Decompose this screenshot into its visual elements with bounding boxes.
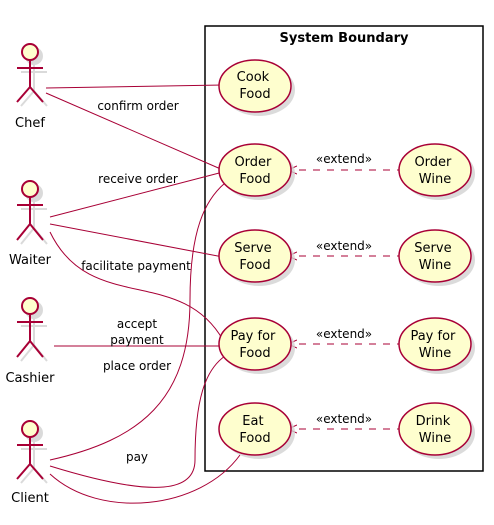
actor-cashier-head xyxy=(21,297,39,315)
association-labels: confirm order receive order facilitate p… xyxy=(81,99,191,464)
actor-chef-head xyxy=(21,43,39,61)
actor-cashier-body xyxy=(16,314,44,358)
actor-chef-label: Chef xyxy=(15,116,45,131)
use-case-order-wine[interactable]: Order Wine xyxy=(398,143,475,200)
use-case-serve-food-line-1: Serve xyxy=(234,241,271,256)
label-accept-payment-line-2: payment xyxy=(110,333,164,347)
use-case-cook-food-line-2: Food xyxy=(239,87,270,102)
use-case-pay-food[interactable]: Pay for Food xyxy=(218,317,295,374)
association-chef-order xyxy=(45,92,224,171)
actors: Chef Waiter Cashier xyxy=(5,43,55,506)
actor-client[interactable]: Client xyxy=(11,420,49,506)
actor-chef[interactable]: Chef xyxy=(15,43,48,131)
actor-client-head xyxy=(21,420,39,438)
actor-waiter-body xyxy=(16,197,44,241)
association-lines xyxy=(45,84,241,504)
use-case-pay-wine[interactable]: Pay for Wine xyxy=(398,317,475,374)
label-extend-eat: «extend» xyxy=(316,412,372,426)
label-pay: pay xyxy=(126,450,148,464)
use-case-order-food-line-2: Food xyxy=(239,172,270,187)
use-case-eat-food-line-1: Eat xyxy=(242,414,263,429)
actor-waiter-label: Waiter xyxy=(9,253,52,268)
use-case-eat-food[interactable]: Eat Food xyxy=(218,402,295,459)
association-waiter-pay xyxy=(49,231,224,341)
svg-text:Pay for Wine: Pay for Wine xyxy=(410,329,459,361)
use-case-pay-food-line-1: Pay for xyxy=(230,329,276,344)
label-facilitate-payment: facilitate payment xyxy=(81,259,191,273)
association-chef-cook xyxy=(45,84,224,89)
actor-waiter-head xyxy=(21,180,39,198)
extend-labels: «extend» «extend» «extend» «extend» xyxy=(316,152,372,426)
use-case-cook-food[interactable]: Cook Food xyxy=(218,59,295,116)
use-case-pay-wine-line-2: Wine xyxy=(419,346,451,361)
actor-cashier[interactable]: Cashier xyxy=(5,297,55,386)
use-case-eat-food-line-2: Food xyxy=(239,431,270,446)
use-case-order-food-line-1: Order xyxy=(234,155,272,170)
label-accept-payment-line-1: accept xyxy=(117,317,158,331)
label-extend-pay: «extend» xyxy=(316,327,372,341)
label-confirm-order: confirm order xyxy=(97,99,178,113)
use-case-order-food[interactable]: Order Food xyxy=(218,143,295,200)
extend-lines xyxy=(288,170,404,429)
label-receive-order: receive order xyxy=(98,172,178,186)
association-client-eat xyxy=(49,454,241,504)
use-case-serve-food-line-2: Food xyxy=(239,258,270,273)
label-place-order: place order xyxy=(103,359,171,373)
association-client-pay xyxy=(49,355,226,488)
use-case-cook-food-line-1: Cook xyxy=(237,70,270,85)
system-boundary-title: System Boundary xyxy=(280,31,410,46)
use-case-serve-food[interactable]: Serve Food xyxy=(218,229,295,286)
actor-chef-body xyxy=(16,60,44,103)
label-extend-order: «extend» xyxy=(316,152,372,166)
association-waiter-serve xyxy=(49,223,224,258)
use-case-pay-food-line-2: Food xyxy=(239,346,270,361)
svg-text:Eat Food: Eat Food xyxy=(239,414,270,446)
actor-client-body xyxy=(16,437,44,480)
svg-text:Pay for Food: Pay for Food xyxy=(230,329,279,361)
svg-text:Serve Food: Serve Food xyxy=(234,241,275,273)
use-case-order-wine-line-2: Wine xyxy=(419,172,451,187)
actor-waiter[interactable]: Waiter xyxy=(9,180,52,268)
use-case-drink-wine[interactable]: Drink Wine xyxy=(398,402,475,459)
svg-text:Serve Wine: Serve Wine xyxy=(414,241,455,273)
association-waiter-order xyxy=(49,171,224,218)
use-case-serve-wine-line-2: Wine xyxy=(419,258,451,273)
actor-client-label: Client xyxy=(11,491,49,506)
use-case-drink-wine-line-1: Drink xyxy=(416,414,451,429)
use-case-serve-wine-line-1: Serve xyxy=(414,241,451,256)
use-case-serve-wine[interactable]: Serve Wine xyxy=(398,229,475,286)
use-case-order-wine-line-1: Order xyxy=(414,155,452,170)
svg-text:Cook Food: Cook Food xyxy=(237,70,274,102)
use-cases: Cook Food Order Food Order Wine Ser xyxy=(218,59,475,459)
actor-cashier-label: Cashier xyxy=(5,371,55,386)
svg-text:Order Wine: Order Wine xyxy=(414,155,455,187)
use-case-drink-wine-line-2: Wine xyxy=(419,431,451,446)
label-extend-serve: «extend» xyxy=(316,239,372,253)
svg-text:Drink Wine: Drink Wine xyxy=(416,414,455,446)
svg-text:Order Food: Order Food xyxy=(234,155,275,187)
use-case-pay-wine-line-1: Pay for xyxy=(410,329,456,344)
association-client-order xyxy=(49,182,226,461)
